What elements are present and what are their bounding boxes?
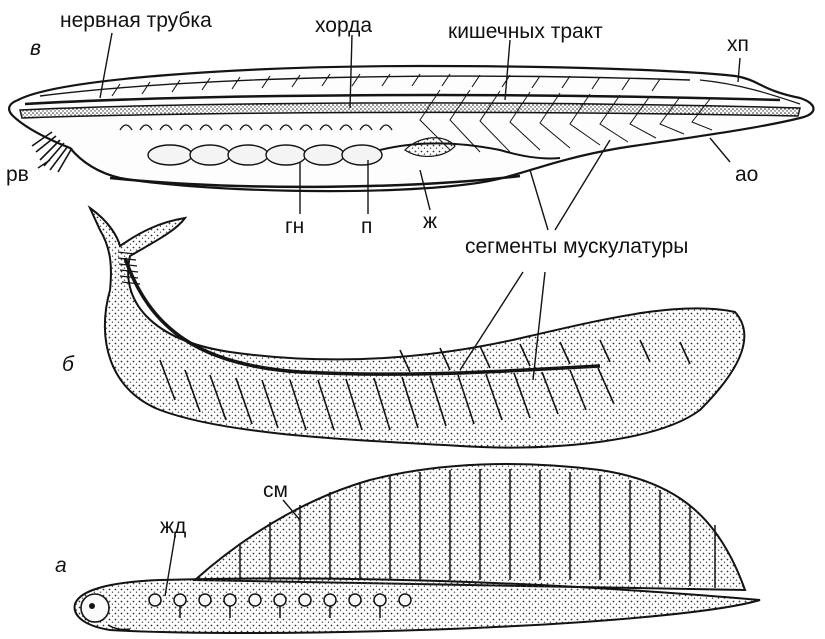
label-myomeres: см (263, 480, 288, 501)
label-muscle-segments: сегменты мускулатуры (465, 236, 688, 257)
embryo-drawing (75, 464, 760, 633)
label-gonads: гн (285, 216, 304, 237)
label-gills: ж (423, 211, 437, 232)
label-intestinal-tract: кишечных тракт (448, 21, 603, 42)
lancelet-body (9, 66, 813, 191)
label-tail-fin: хп (727, 34, 749, 55)
label-atriopore: ао (735, 164, 758, 185)
lancelet-drawing (9, 33, 813, 230)
panel-letter-b: б (62, 354, 74, 375)
label-gill-slits: жд (160, 516, 186, 537)
label-oral-tentacles: рв (6, 164, 29, 185)
label-nervous-tube: нервная трубка (60, 10, 212, 31)
panel-letter-a: а (55, 555, 67, 576)
panel-letter-v: в (30, 38, 41, 59)
label-chord: хорда (315, 15, 372, 36)
label-liver: п (361, 216, 372, 237)
